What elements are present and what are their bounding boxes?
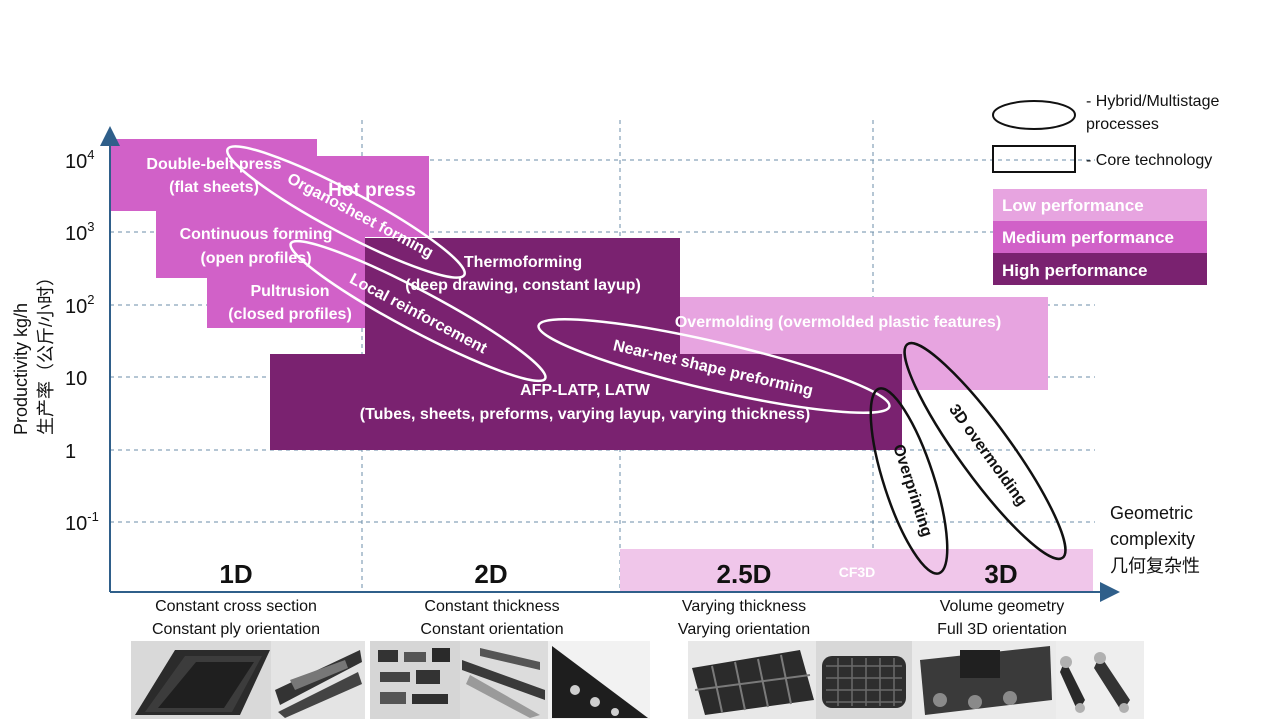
legend-medium-swatch [993, 221, 1207, 253]
label-hot-press: Hot press [328, 180, 416, 201]
ellipse-local-reinforcement [289, 239, 547, 383]
label-afp: AFP-LATP, LATW [520, 382, 651, 399]
overmolded-shell-photo [912, 641, 1056, 719]
cf3d-region [620, 549, 1093, 591]
label-thermoforming-sub: (deep drawing, constant layup) [405, 277, 641, 294]
label-pultrusion-sub: (closed profiles) [228, 306, 352, 323]
x-axis-label: Geometric complexity 几何复杂性 [1110, 503, 1200, 576]
long-profiles-photo [460, 641, 548, 719]
label-continuous-forming: Continuous forming [180, 226, 333, 243]
column-descriptions: Constant cross section Constant ply orie… [152, 598, 1067, 638]
afp-region [270, 354, 902, 450]
label-cf3d: CF3D [839, 564, 876, 580]
legend-rect-swatch [992, 145, 1076, 173]
flat-sheets-photo [131, 641, 271, 719]
process-labels: Double-belt press (flat sheets) Hot pres… [146, 156, 1001, 580]
label-continuous-forming-sub: (open profiles) [200, 250, 311, 267]
label-thermoforming: Thermoforming [464, 254, 582, 271]
y-tick-10e4: 104 [65, 147, 94, 173]
legend-hybrid-label: - Hybrid/Multistage [1086, 93, 1219, 110]
legend-high-label: High performance [1002, 261, 1147, 280]
y-tick-10e3: 103 [65, 219, 94, 245]
column-titles: 1D 2D 2.5D 3D [219, 559, 1017, 589]
column-desc-1d-line1: Constant cross section [155, 598, 317, 615]
ellipse-organosheet [226, 145, 466, 279]
legend-low-label: Low performance [1002, 196, 1144, 215]
x-axis-label-zh: 几何复杂性 [1110, 556, 1200, 576]
x-axis-label-line1: Geometric [1110, 503, 1193, 523]
column-desc-1d-line2: Constant ply orientation [152, 621, 320, 638]
y-axis-label: Productivity kg/h [11, 303, 31, 435]
column-title-1d: 1D [219, 559, 252, 589]
y-tick-10e-1: 10-1 [65, 509, 99, 535]
label-pultrusion: Pultrusion [250, 283, 329, 300]
column-desc-2d-line1: Constant thickness [424, 598, 559, 615]
label-double-belt: Double-belt press [146, 156, 281, 173]
legend-medium-label: Medium performance [1002, 228, 1174, 247]
hybrid-ellipses [226, 145, 1067, 575]
x-axis-label-line2: complexity [1110, 529, 1195, 549]
column-title-2d: 2D [474, 559, 507, 589]
legend-ellipse-swatch [992, 100, 1076, 130]
profiles-photo [271, 641, 365, 719]
column-desc-2d-line2: Constant orientation [420, 621, 563, 638]
label-double-belt-sub: (flat sheets) [169, 179, 259, 196]
brackets-photo [1056, 641, 1144, 719]
column-title-3d: 3D [984, 559, 1017, 589]
y-tick-10e2: 102 [65, 292, 94, 318]
legend-core-label: - Core technology [1086, 152, 1212, 169]
y-tick-1: 1 [65, 441, 76, 463]
y-tick-labels: 104 103 102 10 1 10-1 [65, 147, 99, 535]
column-desc-2-5d-line2: Varying orientation [678, 621, 810, 638]
column-desc-3d-line1: Volume geometry [940, 598, 1065, 615]
legend-high-swatch [993, 253, 1207, 285]
ellipse-near-net [537, 317, 891, 415]
y-tick-10: 10 [65, 368, 87, 390]
y-axis-label-zh: 生产率（公斤/小时） [36, 268, 56, 435]
thermoforming-region [365, 238, 680, 355]
small-parts-photo [370, 641, 460, 719]
ellipse-overprinting [869, 387, 949, 575]
label-afp-sub: (Tubes, sheets, preforms, varying layup,… [360, 406, 811, 423]
triangle-bracket-photo [548, 641, 650, 719]
legend: - Hybrid/Multistage processes - Core tec… [992, 93, 1219, 285]
legend-hybrid-label-line2: processes [1086, 116, 1159, 133]
continuous-forming-region [156, 211, 365, 278]
label-3d-overmolding: 3D overmolding [945, 401, 1030, 509]
product-photos [131, 641, 1144, 719]
legend-low-swatch [993, 189, 1207, 221]
ribbed-panel-photo [688, 641, 816, 719]
lattice-part-photo [816, 641, 912, 719]
column-desc-2-5d-line1: Varying thickness [682, 598, 806, 615]
column-title-2-5d: 2.5D [717, 559, 772, 589]
label-overmolding: Overmolding (overmolded plastic features… [675, 314, 1001, 331]
column-desc-3d-line2: Full 3D orientation [937, 621, 1067, 638]
ellipse-3d-overmolding [903, 341, 1067, 561]
